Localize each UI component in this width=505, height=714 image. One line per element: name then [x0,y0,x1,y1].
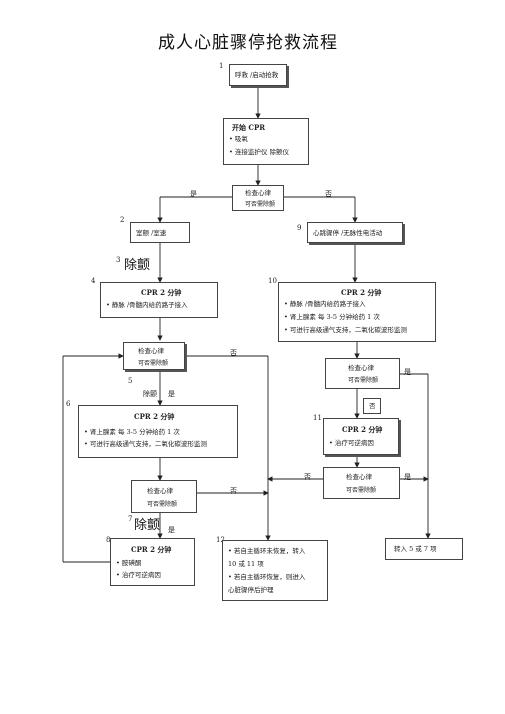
check7-sub: 可否需除颤 [147,501,178,508]
box-check-rhythm-7: 检查心律 可否需除颤 [131,480,197,513]
cpr6-line-2: • 可进行高级通气支持，二氧化碳波形监测 [84,440,207,448]
box-cpr-step-4: CPR 2 分钟 • 静脉 /骨髓内给药路子接入 [100,282,218,318]
check-r2-head: 检查心律 [346,473,372,481]
box12-line-2: 10 或 11 项 [228,560,264,568]
box-asystole-pea: 心跳骤停 /无脉性电活动 [307,222,403,243]
box-cpr-step-8: CPR 2 分钟 • 胺碘酮 • 治疗可逆病因 [110,538,195,586]
box-call-text: 呼救 /启动抢救 [235,71,279,79]
label-yes-check5: 是 [168,390,175,398]
cpr6-line-1: • 肾上腺素 每 3-5 分钟给药 1 次 [84,428,180,436]
step-number-6: 6 [66,400,71,408]
step-number-1: 1 [219,62,224,70]
box12-line-3: • 若自主循环恢复，则进入 [228,573,306,581]
label-defib-3: 除颤 [124,258,151,273]
goto-text: 转入 5 或 7 项 [394,545,437,553]
label-no-check-r2: 否 [304,473,311,481]
step-number-12: 12 [216,536,225,544]
step-number-9: 9 [297,224,302,232]
step-number-11: 11 [313,414,322,422]
box12-line-4: 心脏骤停后护理 [228,586,274,594]
label-no-check5: 否 [230,349,237,357]
step-number-5: 5 [128,377,133,385]
cpr11-head: CPR 2 分钟 [342,425,383,434]
start-cpr-head: 开始 CPR [232,123,266,132]
label-yes-check1: 是 [190,190,197,198]
start-cpr-line-2: • 连接监护仪 除颤仪 [229,148,289,156]
check5-sub: 可否需除颤 [138,360,169,367]
box-call-for-help: 呼救 /启动抢救 [229,64,287,86]
box-vf-vt: 室颤 /室速 [130,222,190,243]
box-check-rhythm-5: 检查心律 可否需除颤 [123,342,185,370]
cpr8-line-1: • 胺碘酮 [116,559,142,567]
asystole-text: 心跳骤停 /无脉性电活动 [313,229,383,237]
cpr6-head: CPR 2 分钟 [134,412,175,421]
step-number-2: 2 [120,216,125,224]
check7-head: 检查心律 [147,487,173,495]
label-no-check7: 否 [230,487,237,495]
step-number-4: 4 [91,277,96,285]
label-defib-7: 除颤 [134,518,161,533]
check-r1-sub: 可否需除颤 [348,377,379,384]
cpr10-head: CPR 2 分钟 [341,288,382,297]
step-number-7: 7 [128,515,133,523]
box12-line-1: • 若自主循环未恢复，转入 [228,547,306,555]
check-r2-sub: 可否需除颤 [346,487,377,494]
cpr8-line-2: • 治疗可逆病因 [116,571,161,579]
cpr8-head: CPR 2 分钟 [131,545,172,554]
check1-head: 检查心律 [245,189,271,197]
label-no-check1: 否 [325,190,332,198]
step-number-10: 10 [268,277,277,285]
box-start-cpr: 开始 CPR • 吸氧 • 连接监护仪 除颤仪 [223,118,309,165]
cpr11-line-1: • 治疗可逆病因 [329,439,374,447]
box-check-rhythm-right-1: 检查心律 可否需除颤 [325,358,400,389]
box-cpr-step-11: CPR 2 分钟 • 治疗可逆病因 [323,418,399,455]
box-cpr-step-6: CPR 2 分钟 • 肾上腺素 每 3-5 分钟给药 1 次 • 可进行高级通气… [78,405,238,458]
cpr4-head: CPR 2 分钟 [141,288,182,297]
box-step-12: • 若自主循环未恢复，转入 10 或 11 项 • 若自主循环恢复，则进入 心脏… [222,540,328,601]
box-cpr-step-10: CPR 2 分钟 • 静脉 /骨髓内给药路子接入 • 肾上腺素 每 3-5 分钟… [278,282,436,342]
label-yes-check-r2: 是 [404,473,411,481]
step-number-3: 3 [116,256,121,264]
box-goto-5-or-7: 转入 5 或 7 项 [385,538,463,560]
page-title: 成人心脏骤停抢救流程 [158,33,338,53]
cpr4-line-1: • 静脉 /骨髓内给药路子接入 [106,301,188,309]
check-r1-head: 检查心律 [348,364,374,372]
cpr10-line-1: • 静脉 /骨髓内给药路子接入 [284,300,366,308]
cpr10-line-2: • 肾上腺素 每 3-5 分钟给药 1 次 [284,313,380,321]
check1-sub: 可否需除颤 [245,201,276,208]
box-check-rhythm-1: 检查心律 可否需除颤 [232,185,284,211]
check5-head: 检查心律 [138,347,164,355]
box-no-small: 否 [363,398,381,414]
label-defib-5: 除颤 [143,390,157,398]
label-yes-check7: 是 [168,526,175,534]
label-yes-check-r1: 是 [404,368,411,376]
cpr10-line-3: • 可进行高级通气支持，二氧化碳波形监测 [284,326,407,334]
no-small-text: 否 [369,402,376,410]
step-number-8: 8 [106,536,111,544]
box-check-rhythm-right-2: 检查心律 可否需除颤 [323,467,400,499]
vf-text: 室颤 /室速 [136,229,167,237]
start-cpr-line-1: • 吸氧 [229,135,248,143]
